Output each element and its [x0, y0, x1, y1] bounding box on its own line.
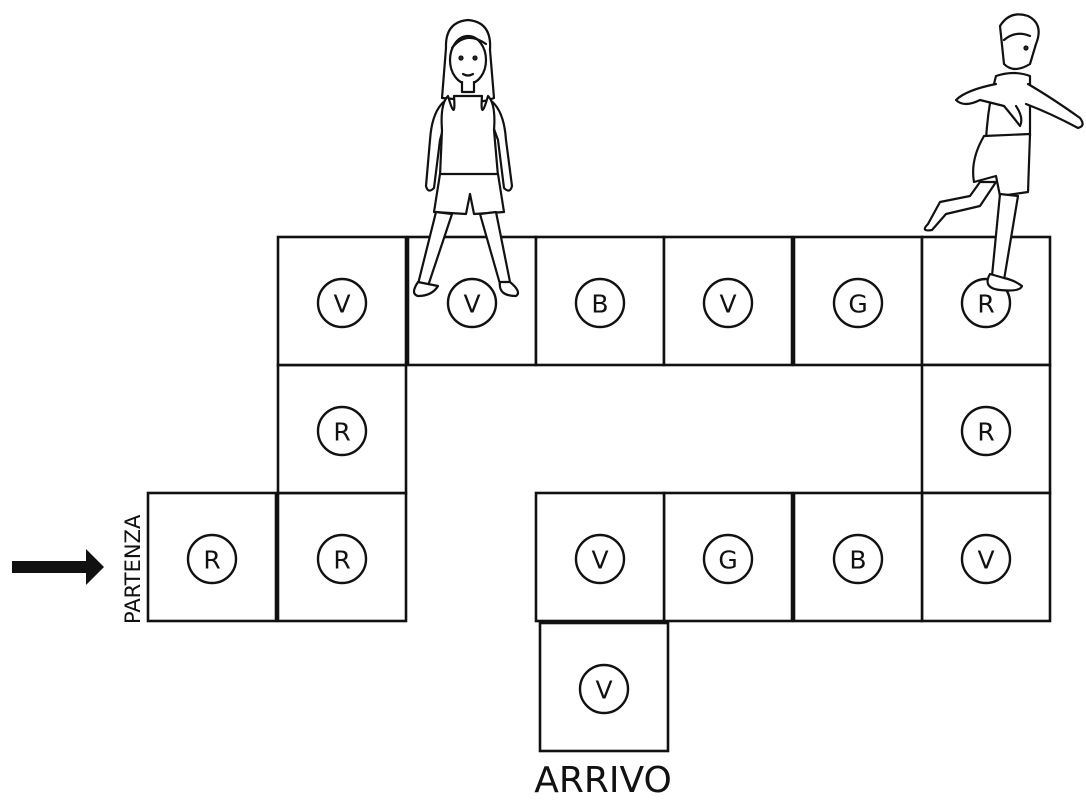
board-cell: G	[794, 237, 922, 365]
cell-letter: V	[333, 290, 350, 319]
start-arrow-icon	[12, 549, 104, 585]
board-cell: V	[278, 237, 406, 365]
board-cell: V	[922, 493, 1050, 621]
board-cell: R	[278, 365, 406, 493]
start-label: PARTENZA	[121, 514, 145, 624]
board-cell: V	[540, 623, 668, 751]
cell-letter: R	[333, 418, 350, 447]
board-cell: B	[536, 237, 664, 365]
cell-letter: R	[977, 418, 994, 447]
cell-letter: R	[977, 290, 994, 319]
board-cell: B	[794, 493, 922, 621]
cell-letter: V	[591, 546, 608, 575]
cell-letter: G	[848, 290, 867, 319]
cell-letter: B	[591, 290, 608, 319]
board-cell: V	[536, 493, 664, 621]
cell-letter: V	[463, 290, 480, 319]
cell-letter: V	[595, 676, 612, 705]
board-cell: V	[664, 237, 792, 365]
board-cell: G	[664, 493, 792, 621]
cell-letter: B	[849, 546, 866, 575]
cell-letter: R	[203, 546, 220, 575]
board-cell: R	[922, 237, 1050, 365]
cell-letter: R	[333, 546, 350, 575]
board-cell: R	[922, 365, 1050, 493]
board-cell: R	[148, 493, 276, 621]
cell-letter: G	[718, 546, 737, 575]
cell-letter: V	[719, 290, 736, 319]
cell-letter: V	[977, 546, 994, 575]
board-cell: R	[278, 493, 406, 621]
end-label: ARRIVO	[534, 760, 672, 800]
